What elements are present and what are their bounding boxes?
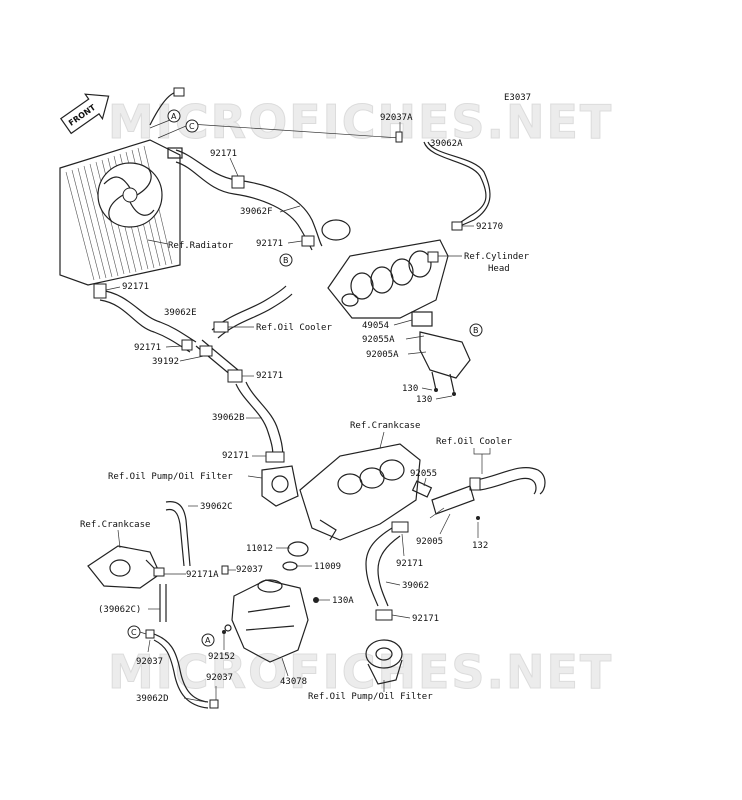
label-92171-top: 92171 xyxy=(210,149,237,159)
callout-a-top: A xyxy=(167,109,181,123)
callout-b-right: B xyxy=(469,323,483,337)
watermark-top: MICROFICHES.NET xyxy=(108,95,613,149)
label-92171-b: 92171 xyxy=(256,371,283,381)
hose-39062 xyxy=(365,527,393,607)
figure-code: E3037 xyxy=(504,93,531,103)
label-ref-oil-pump-top: Ref.Oil Pump/Oil Filter xyxy=(108,472,233,482)
label-ref-crankcase-left: Ref.Crankcase xyxy=(80,520,150,530)
label-ref-oil-cooler-top: Ref.Oil Cooler xyxy=(256,323,332,333)
crankcase-left xyxy=(87,545,165,589)
hose-39062c xyxy=(165,501,191,567)
callout-c-bottom: C xyxy=(127,625,141,639)
hose-39062e xyxy=(99,289,197,343)
label-39062: 39062 xyxy=(402,581,429,591)
label-92171-mid: 92171 xyxy=(256,239,283,249)
label-92171-left: 92171 xyxy=(122,282,149,292)
label-130-b: 130 xyxy=(416,395,432,405)
oil-pump-bottom xyxy=(365,639,403,685)
label-11009: 11009 xyxy=(314,562,341,572)
svg-text:C: C xyxy=(131,628,137,637)
label-132: 132 xyxy=(472,541,488,551)
crankcase-right xyxy=(299,443,421,541)
label-39062a: 39062A xyxy=(430,139,463,149)
label-ref-cylinder-head-1: Ref.Cylinder xyxy=(464,252,530,262)
svg-text:A: A xyxy=(205,636,211,645)
callout-a-bottom: A xyxy=(201,633,215,647)
radiator xyxy=(59,87,185,286)
label-92171-e: 92171 xyxy=(412,614,439,624)
label-92171-c: 92171 xyxy=(222,451,249,461)
label-92037-mid: 92037 xyxy=(236,565,263,575)
label-ref-crankcase-right: Ref.Crankcase xyxy=(350,421,420,431)
label-92005a: 92005A xyxy=(366,350,399,360)
label-39192: 39192 xyxy=(152,357,179,367)
watermark-bottom: MICROFICHES.NET xyxy=(108,645,613,699)
label-92037a: 92037A xyxy=(380,113,413,123)
label-49054: 49054 xyxy=(362,321,389,331)
hose-39062a xyxy=(423,141,487,225)
oil-pump-top xyxy=(261,465,299,507)
label-130a: 130A xyxy=(332,596,354,606)
callout-b-left: B xyxy=(279,253,293,267)
label-92171-a: 92171 xyxy=(134,343,161,353)
label-92055: 92055 xyxy=(410,469,437,479)
svg-text:A: A xyxy=(171,112,177,121)
label-92152: 92152 xyxy=(208,652,235,662)
thermostat-housing xyxy=(411,311,471,396)
label-11012: 11012 xyxy=(246,544,273,554)
pipe-39192 xyxy=(195,321,243,383)
label-92055a: 92055A xyxy=(362,335,395,345)
coolant-reservoir xyxy=(224,579,309,663)
label-92037-low: 92037 xyxy=(206,673,233,683)
label-92170: 92170 xyxy=(476,222,503,232)
label-39062f: 39062F xyxy=(240,207,273,217)
label-39062c: 39062C xyxy=(200,502,233,512)
label-39062b: 39062B xyxy=(212,413,245,423)
label-ref-oil-cooler-right: Ref.Oil Cooler xyxy=(436,437,512,447)
label-39062e: 39062E xyxy=(164,308,197,318)
label-39062c-paren: (39062C) xyxy=(98,605,141,615)
hose-oil-cooler-right xyxy=(475,466,546,495)
hose-39062d xyxy=(153,633,209,703)
label-92171a: 92171A xyxy=(186,570,219,580)
label-39062d: 39062D xyxy=(136,694,169,704)
svg-text:C: C xyxy=(189,122,195,131)
label-43078: 43078 xyxy=(280,677,307,687)
svg-text:B: B xyxy=(473,326,479,335)
label-ref-cylinder-head-2: Head xyxy=(488,264,510,274)
hose-39062f xyxy=(175,149,323,247)
label-ref-radiator: Ref.Radiator xyxy=(168,241,234,251)
svg-text:B: B xyxy=(283,256,289,265)
label-92005: 92005 xyxy=(416,537,443,547)
cylinder-head xyxy=(327,239,449,319)
callout-c-top: C xyxy=(185,119,199,133)
label-92171-d: 92171 xyxy=(396,559,423,569)
label-92037-c: 92037 xyxy=(136,657,163,667)
fitting-92005 xyxy=(411,480,480,520)
label-ref-oil-pump-bottom: Ref.Oil Pump/Oil Filter xyxy=(308,692,433,702)
label-130-a: 130 xyxy=(402,384,418,394)
